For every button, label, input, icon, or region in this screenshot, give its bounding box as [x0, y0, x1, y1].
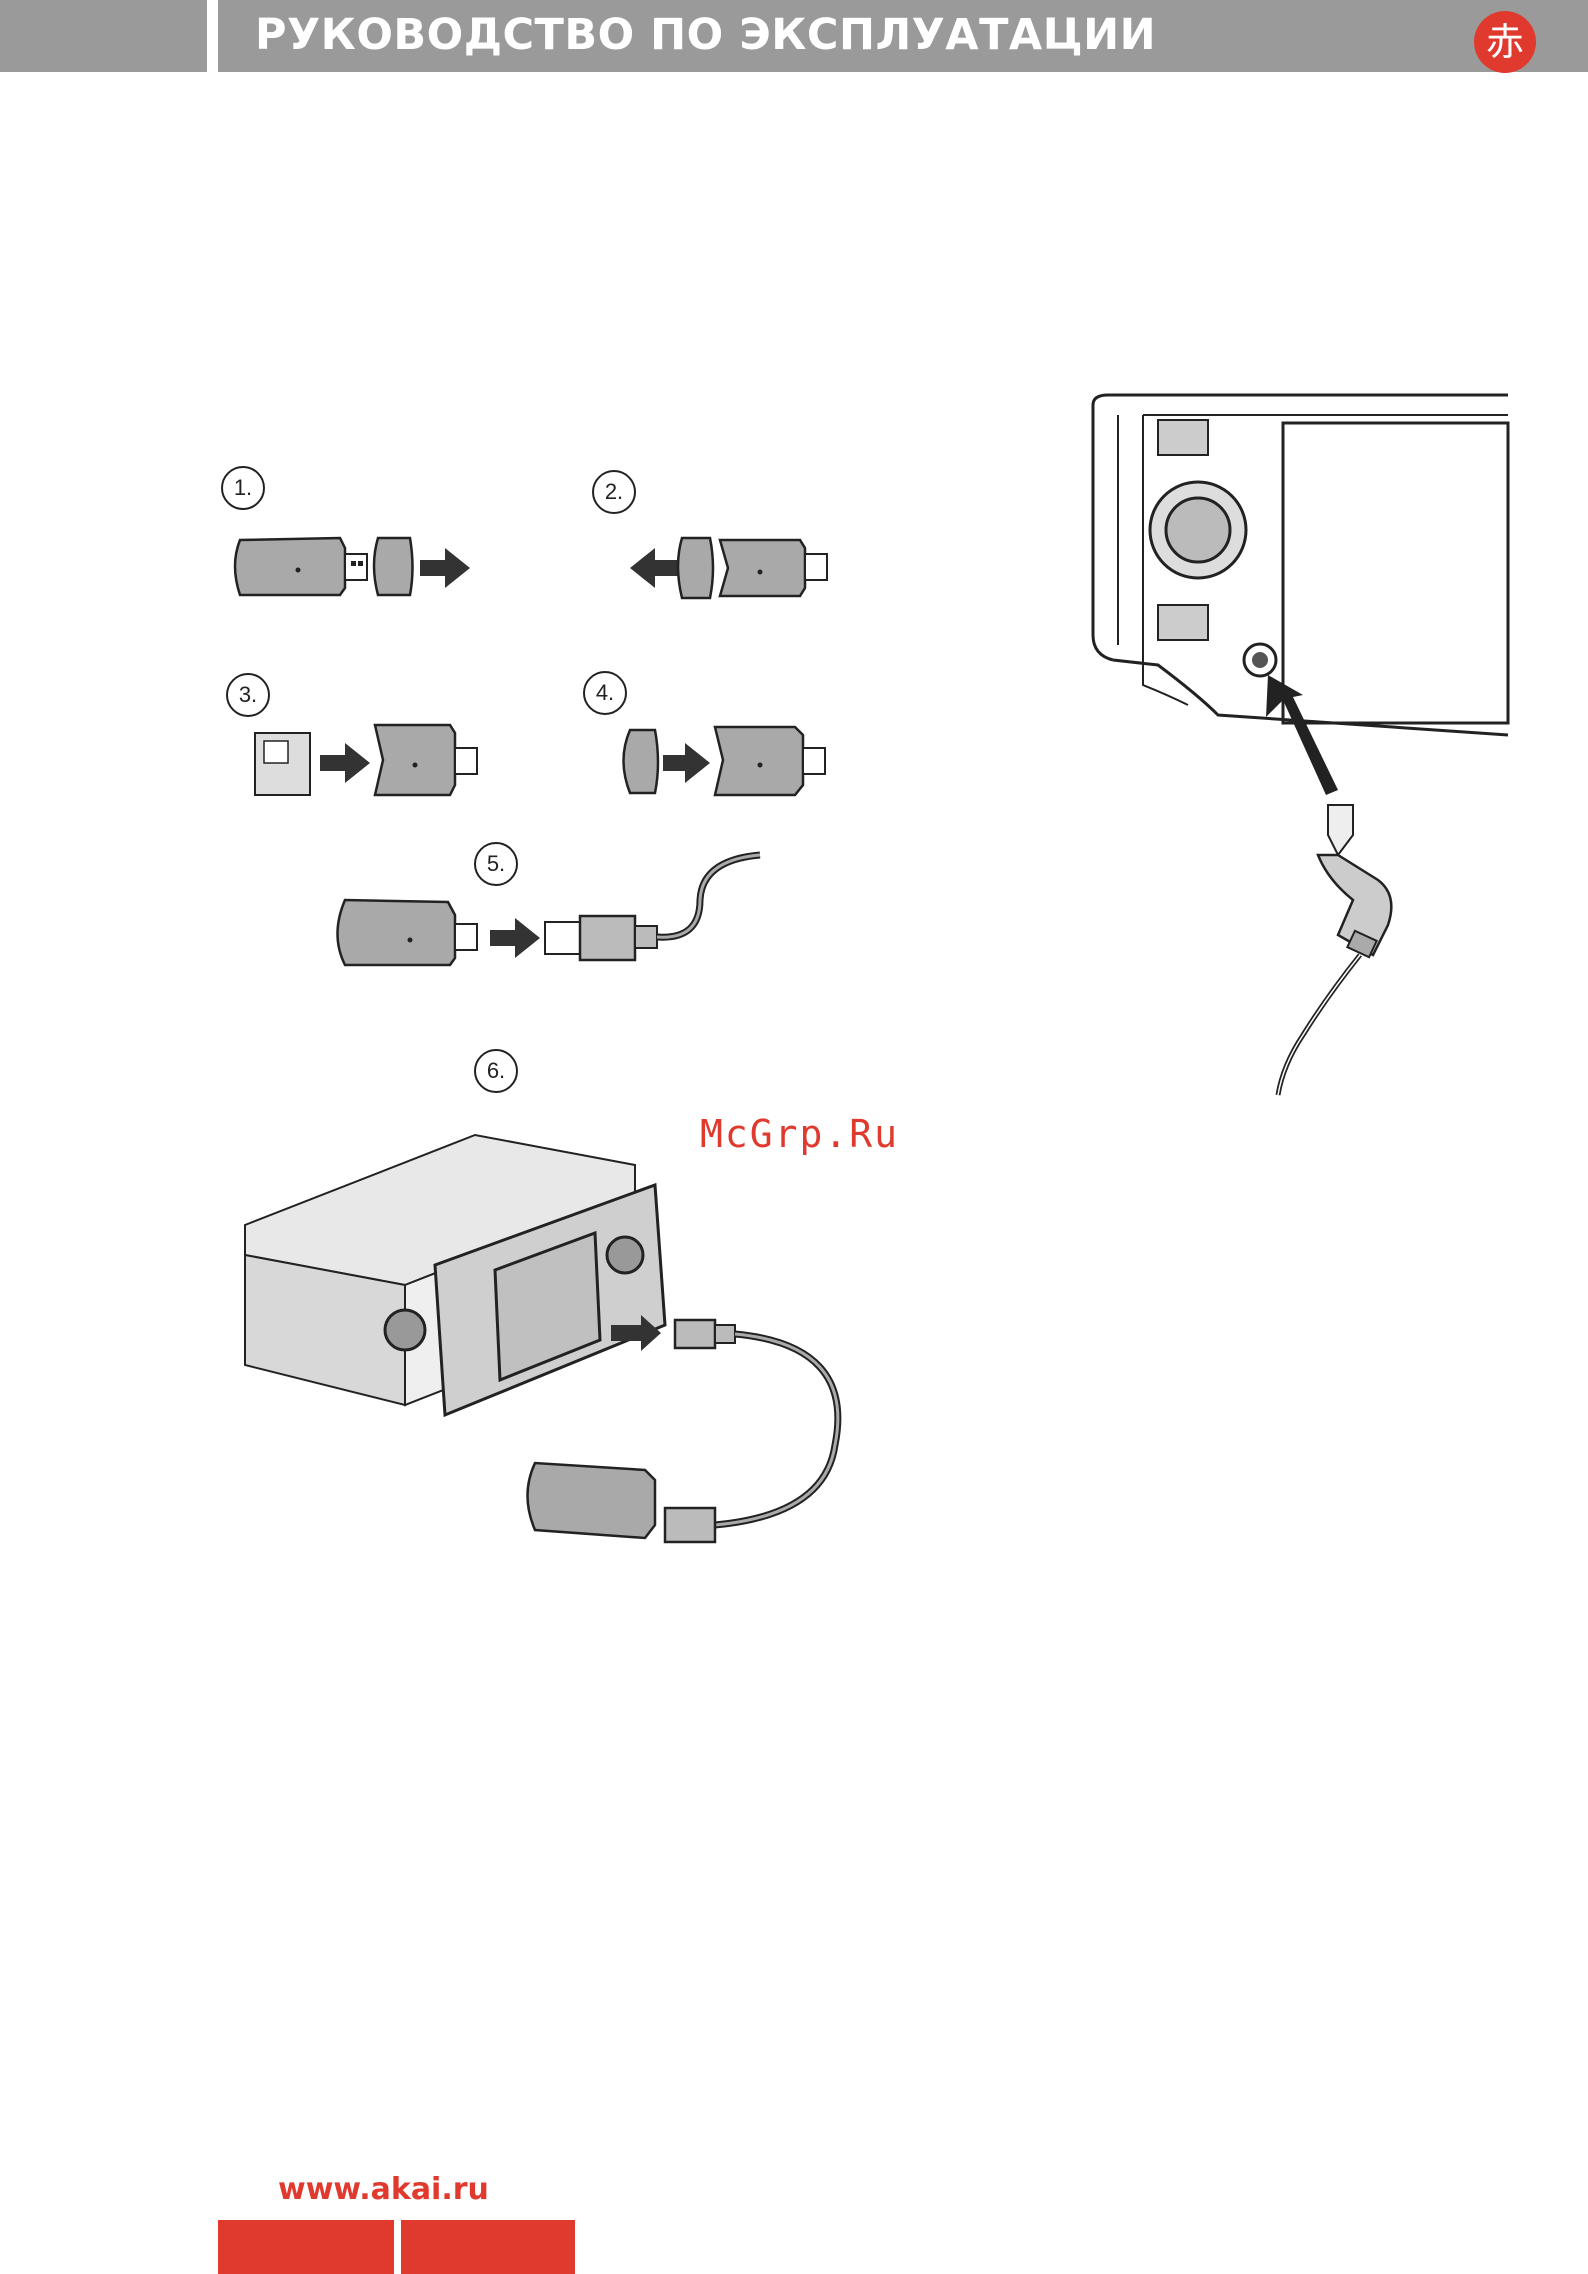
step-1-marker: 1. — [221, 466, 265, 510]
aux-input-illustration — [1088, 395, 1508, 1095]
step-6-marker: 6. — [474, 1049, 518, 1093]
footer-website-link[interactable]: www.akai.ru — [278, 2172, 489, 2207]
page-title: РУКОВОДСТВО ПО ЭКСПЛУАТАЦИИ — [255, 10, 1156, 60]
step-6-illustration — [195, 1115, 875, 1575]
step-1-illustration — [230, 520, 490, 610]
step-3-illustration — [250, 715, 520, 805]
watermark-text: McGrp.Ru — [700, 1112, 899, 1156]
step-4-illustration — [615, 715, 875, 805]
step-2-marker: 2. — [592, 470, 636, 514]
header-left-block — [0, 0, 207, 72]
step-2-illustration — [610, 520, 870, 610]
step-4-marker: 4. — [583, 671, 627, 715]
step-3-marker: 3. — [226, 673, 270, 717]
footer-accent-block-right — [401, 2220, 575, 2274]
footer-accent-block-left — [218, 2220, 394, 2274]
step-5-illustration — [330, 840, 770, 980]
akai-logo-icon: 赤 — [1474, 11, 1536, 73]
